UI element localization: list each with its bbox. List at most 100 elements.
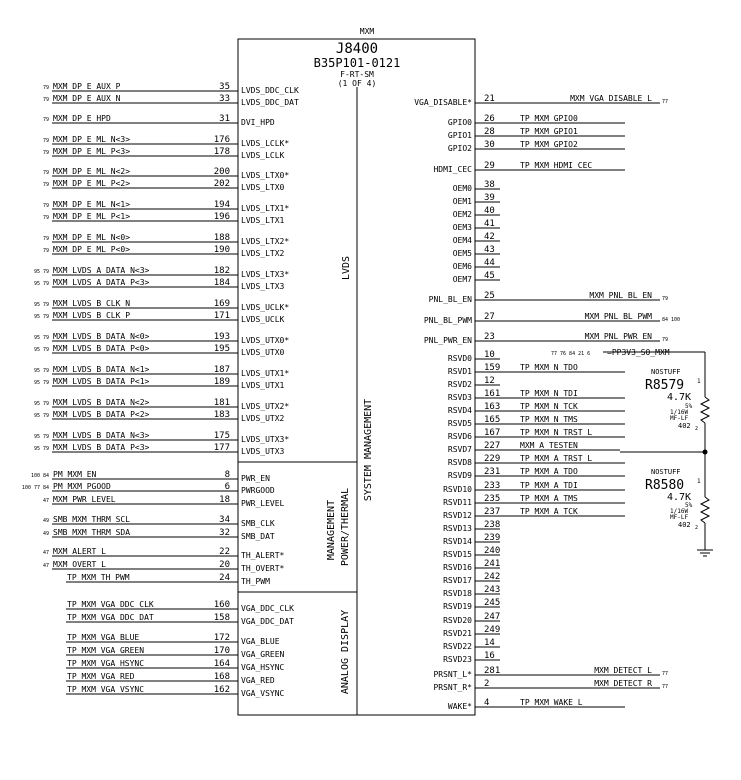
- left-pin-number: 164: [214, 659, 230, 669]
- right-pin-number: 28: [484, 127, 495, 137]
- part-type: F-RT-SM: [340, 70, 374, 79]
- right-net-label: TP_MXM_WAKE_L: [520, 698, 583, 707]
- right-pin-number: 44: [484, 258, 495, 268]
- right-pin-row: RSVD3 161 TP_MXM_N_TDI: [448, 389, 625, 402]
- right-pin-name: RSVD0: [448, 354, 472, 363]
- left-pin-number: 6: [225, 482, 230, 492]
- left-pin-number: 177: [214, 443, 230, 453]
- left-net-label: MXM_DP_E_ML_N<3>: [53, 135, 130, 144]
- left-pin-number: 20: [219, 560, 230, 570]
- left-pin-ref: 95 79: [34, 281, 49, 287]
- right-pin-name: RSVD3: [448, 393, 472, 402]
- r8579-value: 4.7K: [667, 392, 691, 403]
- left-net-label: MXM_DP_E_AUX_P: [53, 82, 121, 91]
- left-pin-name: LVDS_UTX0*: [241, 336, 289, 345]
- left-net-label: MXM_DP_E_ML_N<0>: [53, 233, 130, 242]
- left-net-label: MXM_LVDS_A_DATA_N<3>: [53, 266, 150, 275]
- right-pin-number: 25: [484, 291, 495, 301]
- left-pin-ref: 100 84: [31, 473, 49, 479]
- right-pin-name: GPIO1: [448, 131, 472, 140]
- right-pin-number: 161: [484, 389, 500, 399]
- right-pin-number: 26: [484, 114, 495, 124]
- left-pin-name: TH_PWM: [241, 577, 270, 586]
- r8580-stuff: NOSTUFF: [651, 468, 681, 476]
- right-pin-number: 40: [484, 206, 495, 216]
- left-pin-ref: 79: [43, 236, 49, 242]
- r8580-value: 4.7K: [667, 492, 691, 503]
- part-number: B35P101-0121: [314, 56, 401, 70]
- left-pin-ref: 79: [43, 248, 49, 254]
- right-pin-name: VGA_DISABLE*: [414, 98, 472, 107]
- left-net-label: TP_MXM_VGA_RED: [67, 672, 135, 681]
- right-pin-name: OEM4: [453, 236, 472, 245]
- right-net-label: TP_MXM_A_TRST_L: [520, 454, 592, 463]
- right-pin-number: 281: [484, 666, 500, 676]
- right-pin-name: RSVD16: [443, 563, 472, 572]
- right-pin-number: 165: [484, 415, 500, 425]
- right-pin-name: PRSNT_R*: [433, 683, 472, 692]
- right-pin-name: RSVD9: [448, 471, 472, 480]
- right-pin-number: 241: [484, 559, 500, 569]
- right-pin-name: PNL_BL_PWM: [424, 316, 472, 325]
- left-pin-name: LVDS_LTX2: [241, 249, 285, 258]
- left-pin-name: LVDS_LCLK*: [241, 139, 289, 148]
- right-pin-ref: 77: [662, 684, 668, 690]
- right-pin-name: RSVD12: [443, 511, 472, 520]
- left-pin-ref: 47: [43, 498, 49, 504]
- left-pin-ref: 49: [43, 518, 49, 524]
- left-pin-name: PWR_LEVEL: [241, 499, 285, 508]
- left-pin-number: 8: [225, 470, 230, 480]
- left-net-label: MXM_LVDS_B_DATA_P<2>: [53, 410, 150, 419]
- right-pin-number: 240: [484, 546, 500, 556]
- right-pin-name: RSVD14: [443, 537, 472, 546]
- left-pin-number: 190: [214, 245, 230, 255]
- right-net-label: MXM_PNL_BL_PWM: [585, 312, 653, 321]
- left-pin-number: 172: [214, 633, 230, 643]
- left-pin-number: 188: [214, 233, 230, 243]
- right-pin-number: 42: [484, 232, 495, 242]
- right-net-label: MXM_DETECT_L: [594, 666, 652, 675]
- left-pin-name: LVDS_UTX3: [241, 447, 285, 456]
- r8580-ref: R8580: [645, 478, 684, 493]
- left-pin-ref: 79: [43, 150, 49, 156]
- right-net-label: TP_MXM_N_TDI: [520, 389, 578, 398]
- left-pin-number: 193: [214, 332, 230, 342]
- left-net-label: TP_MXM_TH_PWM: [67, 573, 130, 582]
- left-pin-name: LVDS_DDC_DAT: [241, 98, 299, 107]
- left-pin-ref: 100 77 84: [22, 485, 49, 491]
- left-pin-ref: 95 79: [34, 446, 49, 452]
- left-pin-ref: 79: [43, 138, 49, 144]
- left-pin-number: 34: [219, 515, 230, 525]
- right-net-label: MXM_VGA_DISABLE_L: [570, 94, 652, 103]
- left-pin-ref: 49: [43, 531, 49, 537]
- left-pin-number: 194: [214, 200, 230, 210]
- left-pin-ref: 95 79: [34, 335, 49, 341]
- right-pin-name: RSVD7: [448, 445, 472, 454]
- left-pin-name: LVDS_LTX1: [241, 216, 285, 225]
- right-pin-name: RSVD13: [443, 524, 472, 533]
- right-pin-name: OEM6: [453, 262, 472, 271]
- ground-icon: [697, 549, 713, 557]
- right-pin-ref: 77: [662, 671, 668, 677]
- left-pin-ref: 95 79: [34, 269, 49, 275]
